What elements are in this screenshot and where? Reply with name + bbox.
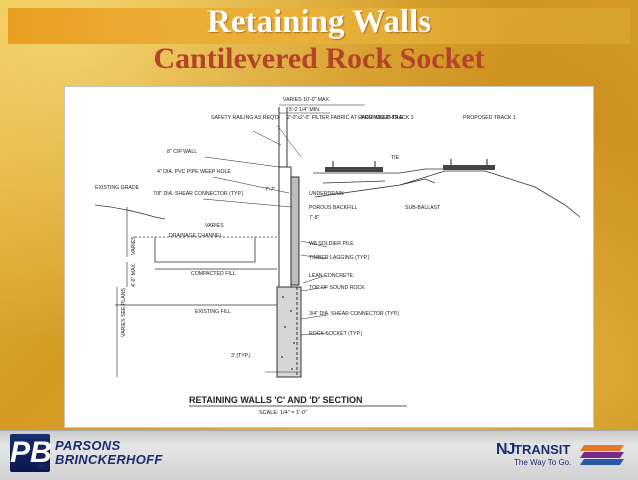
rail-marks — [332, 159, 488, 167]
pb-name-line1: PARSONS — [55, 438, 121, 453]
label-soldier-pile: W8 SOLDIER PILE — [309, 241, 354, 247]
leader-rock — [300, 286, 328, 292]
label-track-2: PROPOSED TRACK 2 — [361, 115, 414, 121]
title-banner — [8, 8, 630, 44]
label-varies-max: VARIES 10'-0" MAX. — [283, 97, 330, 103]
leader-lean — [302, 274, 328, 284]
label-dim-7-8: 7'-8" — [309, 215, 319, 221]
stripe-purple — [580, 452, 624, 458]
nj-transit-logo: NJ TRANSIT The Way To Go. — [496, 437, 578, 473]
dimension-lines — [116, 104, 365, 377]
drainage-channel-outline — [154, 237, 256, 263]
label-drainage-channel: DRAINAGE CHANNEL — [169, 233, 222, 239]
leader-lines — [202, 124, 328, 336]
nj-stripes-icon — [580, 445, 624, 465]
leader-lagging — [300, 254, 328, 260]
track2-tie — [325, 167, 383, 172]
leader-railing — [252, 130, 282, 146]
label-existing-fill: EXISTING FILL — [195, 309, 231, 315]
speckle — [284, 326, 286, 328]
stripe-blue — [580, 459, 624, 465]
footer-bar: PB INC. PARSONS BRINCKERHOFF NJ TRANSIT … — [0, 430, 638, 480]
speckle — [281, 356, 283, 358]
label-track-1: PROPOSED TRACK 1 — [463, 115, 516, 121]
label-compacted-fill: COMPACTED FILL — [191, 271, 236, 277]
stripe-orange — [580, 445, 624, 451]
drawing-section-title: RETAINING WALLS 'C' AND 'D' SECTION — [189, 395, 363, 405]
slide-title: Retaining Walls — [206, 4, 432, 40]
drawing-scale: SCALE: 1/4" = 1'-0" — [259, 410, 307, 416]
leader-soldier — [300, 240, 328, 248]
label-existing-grade: EXISTING GRADE — [95, 185, 140, 191]
label-safety-railing: SAFETY RAILING AS REQ'D — [211, 115, 279, 121]
label-tie: TIE — [391, 155, 400, 161]
wall-assembly — [276, 107, 302, 378]
speckle — [293, 342, 295, 344]
label-min-dim: 5'-2 1/4" MIN. — [289, 107, 320, 113]
label-three-typ: 3' (TYP.) — [231, 353, 251, 359]
engineering-drawing: VARIES 10'-0" MAX. 5'-2 1/4" MIN. SAFETY… — [64, 86, 594, 428]
subballast-slope — [399, 170, 581, 218]
pb-logo: PB — [10, 434, 52, 472]
label-underdrain: UNDERDRAIN — [309, 191, 344, 197]
pb-inc-label: INC. — [38, 465, 50, 471]
existing-grade-line — [94, 204, 166, 220]
leader-filter — [276, 124, 302, 158]
speckle — [282, 296, 284, 298]
label-shear-connector-top: 7/8" DIA. SHEAR CONNECTOR (TYP.) — [153, 191, 244, 197]
track1-tie — [443, 165, 495, 170]
label-shear-connector-bottom: 3/4" DIA. SHEAR CONNECTOR (TYP.) — [309, 311, 400, 317]
label-filter-fabric: 2'-0"x2'-0" FILTER FABRIC AT EACH WEEPHO… — [287, 115, 404, 121]
ground-lines — [94, 168, 581, 306]
label-cip-wall: 8" CIP WALL — [167, 149, 197, 155]
label-four-max: 4'-0" MAX. — [131, 263, 137, 287]
leader-weep — [212, 176, 290, 194]
label-varies-h: VARIES — [205, 223, 224, 229]
label-varies-v: VARIES — [131, 236, 137, 255]
section-drawing-svg: VARIES 10'-0" MAX. 5'-2 1/4" MIN. SAFETY… — [94, 97, 581, 416]
leader-shear-bottom — [300, 314, 328, 320]
socket-texture — [281, 296, 295, 370]
nj-transit-tagline: The Way To Go. — [514, 458, 572, 467]
label-rock-socket: ROCK SOCKET (TYP.) — [309, 331, 363, 337]
label-lean-concrete: LEAN CONCRETE — [309, 273, 354, 279]
nj-mark: NJ — [496, 441, 515, 458]
label-dim-7-7: 7'-7" — [265, 187, 275, 193]
leader-wall — [204, 156, 280, 168]
label-varies-see-plans: VARIES SEE PLANS — [121, 288, 127, 337]
label-timber-lagging: TIMBER LAGGING (TYP.) — [309, 255, 370, 261]
leader-socket — [300, 332, 328, 336]
backfill-slope — [314, 178, 436, 198]
label-porous-backfill: POROUS BACKFILL — [309, 205, 358, 211]
label-sub-ballast: SUB-BALLAST — [405, 205, 441, 211]
slide-subtitle: Cantilevered Rock Socket — [153, 42, 485, 75]
pb-name-line2: BRINCKERHOFF — [55, 452, 163, 467]
label-weep-hole: 4" DIA. PVC PIPE WEEP HOLE — [157, 169, 231, 175]
leader-shear-top — [202, 198, 292, 208]
underdrain-line — [322, 180, 386, 184]
speckle — [291, 368, 293, 370]
label-top-sound-rock: TOP OF SOUND ROCK — [309, 285, 365, 291]
speckle — [290, 310, 292, 312]
nj-transit-name: TRANSIT — [514, 442, 571, 457]
timber-lagging — [290, 176, 300, 286]
